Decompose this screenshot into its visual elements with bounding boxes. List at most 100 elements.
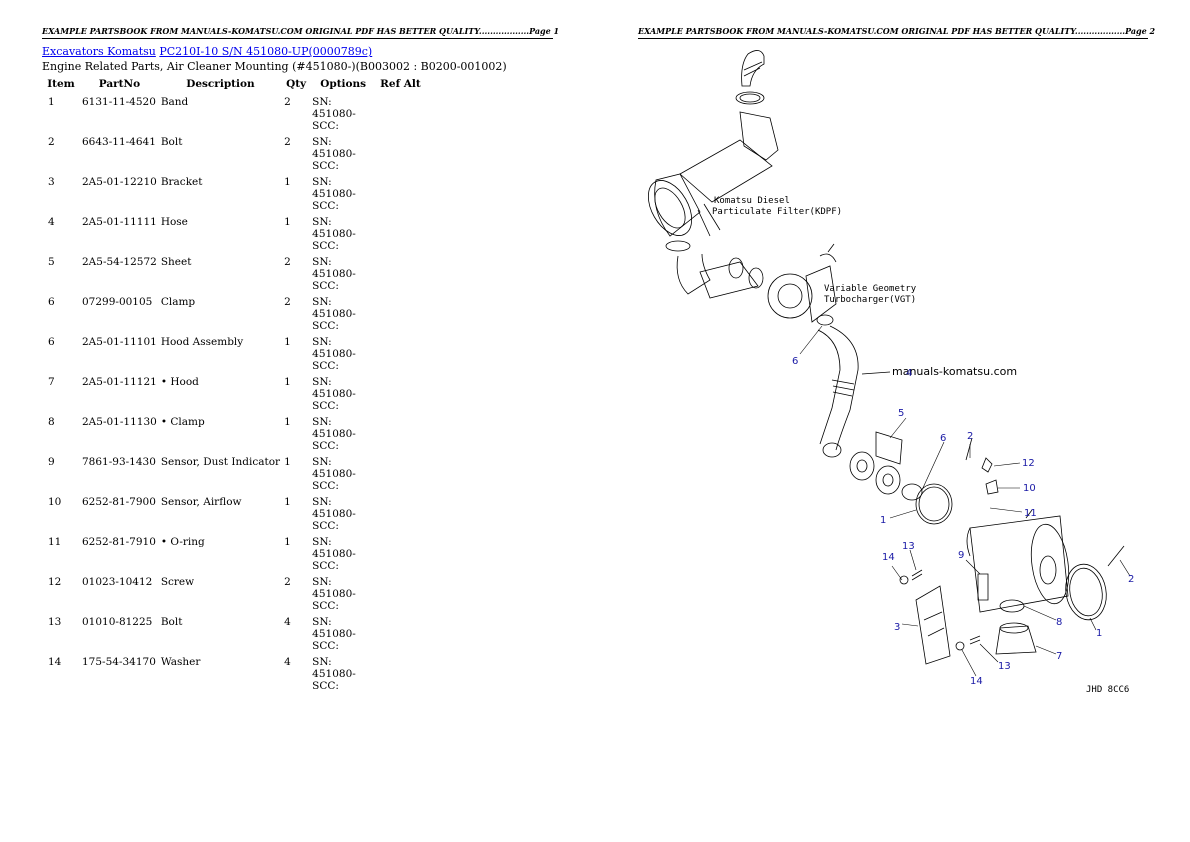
cell-partno: 2A5-01-11111 bbox=[82, 216, 157, 228]
cell-options: SN: 451080-SCC: bbox=[312, 176, 356, 212]
cell-options: SN: 451080-SCC: bbox=[312, 536, 356, 572]
cell-partno: 175-54-34170 bbox=[82, 656, 156, 668]
breadcrumb: Excavators Komatsu PC210I-10 S/N 451080-… bbox=[42, 45, 372, 58]
col-qty: Qty bbox=[286, 78, 307, 90]
page-1-header: EXAMPLE PARTSBOOK FROM MANUALS-KOMATSU.C… bbox=[42, 26, 559, 39]
washer-14a bbox=[899, 575, 909, 585]
cell-item: 3 bbox=[48, 176, 55, 188]
cell-qty: 4 bbox=[284, 656, 291, 668]
watermark-leader bbox=[861, 371, 891, 375]
screw-12 bbox=[981, 457, 993, 473]
cell-qty: 1 bbox=[284, 376, 291, 388]
washer-14b bbox=[955, 641, 965, 651]
cell-description: Sensor, Airflow bbox=[160, 496, 242, 508]
cell-refalt bbox=[376, 492, 425, 532]
clamp-1 bbox=[901, 483, 923, 501]
cell-description: Hood Assembly bbox=[160, 336, 244, 348]
connecting-pipe bbox=[699, 261, 759, 299]
sheet-plate bbox=[875, 431, 903, 465]
cell-refalt bbox=[376, 172, 425, 212]
cell-item: 1 bbox=[48, 96, 55, 108]
cell-description: Hose bbox=[160, 216, 188, 228]
cell-qty: 1 bbox=[284, 416, 291, 428]
cell-description: • Clamp bbox=[160, 416, 205, 428]
cell-qty: 1 bbox=[284, 176, 291, 188]
col-refalt: Ref Alt bbox=[380, 78, 421, 90]
cell-partno: 7861-93-1430 bbox=[82, 456, 156, 468]
cell-qty: 1 bbox=[284, 216, 291, 228]
cell-refalt bbox=[376, 132, 425, 172]
cell-refalt bbox=[376, 372, 425, 412]
cell-item: 10 bbox=[48, 496, 62, 508]
cell-qty: 1 bbox=[284, 536, 291, 548]
breadcrumb-link-model[interactable]: PC210I-10 S/N 451080-UP(0000789c) bbox=[159, 45, 373, 58]
cell-refalt bbox=[376, 452, 425, 492]
cell-partno: 2A5-01-12210 bbox=[82, 176, 157, 188]
cell-options: SN: 451080-SCC: bbox=[312, 656, 356, 692]
cell-refalt bbox=[376, 612, 425, 652]
cell-qty: 2 bbox=[284, 136, 291, 148]
cell-partno: 6252-81-7900 bbox=[82, 496, 156, 508]
cell-refalt bbox=[376, 292, 425, 332]
cell-refalt bbox=[376, 252, 425, 292]
bolt-2b bbox=[1107, 545, 1125, 567]
callout-10: 10 bbox=[1023, 483, 1036, 494]
hood-7 bbox=[995, 625, 1037, 655]
cell-refalt bbox=[376, 92, 425, 132]
cell-options: SN: 451080-SCC: bbox=[312, 136, 356, 172]
col-options: Options bbox=[320, 78, 367, 90]
cell-item: 5 bbox=[48, 256, 55, 268]
table-row: 11 6252-81-7910 • O-ring 1 SN: 451080-SCC: bbox=[42, 532, 425, 572]
cell-partno: 2A5-01-11130 bbox=[82, 416, 157, 428]
callout-6a: 6 bbox=[792, 356, 798, 367]
cell-refalt bbox=[376, 332, 425, 372]
label-vgt-line2: Turbocharger(VGT) bbox=[824, 295, 916, 305]
breadcrumb-link-excavators[interactable]: Excavators Komatsu bbox=[42, 45, 156, 58]
cell-description: Sheet bbox=[160, 256, 192, 268]
cell-partno: 6131-11-4520 bbox=[82, 96, 156, 108]
callout-2b: 2 bbox=[1128, 574, 1134, 585]
top-elbow-pipe bbox=[741, 50, 765, 87]
callout-3: 3 bbox=[894, 622, 900, 633]
label-kdpf-line2: Particulate Filter(KDPF) bbox=[712, 207, 842, 217]
cell-partno: 2A5-54-12572 bbox=[82, 256, 157, 268]
cell-item: 11 bbox=[48, 536, 62, 548]
bracket-3 bbox=[915, 585, 951, 665]
label-vgt-line1: Variable Geometry bbox=[824, 284, 917, 294]
cell-description: • Hood bbox=[160, 376, 199, 388]
callout-13a: 13 bbox=[902, 541, 915, 552]
cell-partno: 2A5-01-11101 bbox=[82, 336, 157, 348]
callout-5: 5 bbox=[898, 408, 904, 419]
cell-partno: 2A5-01-11121 bbox=[82, 376, 157, 388]
cell-qty: 2 bbox=[284, 296, 291, 308]
diagram-code: JHD 8CC6 bbox=[1086, 685, 1129, 695]
col-item: Item bbox=[47, 78, 75, 90]
table-header-row: Item PartNo Description Qty Options Ref … bbox=[42, 76, 425, 92]
cell-partno: 6252-81-7910 bbox=[82, 536, 156, 548]
cell-refalt bbox=[376, 572, 425, 612]
cell-options: SN: 451080-SCC: bbox=[312, 416, 356, 452]
callout-12: 12 bbox=[1022, 458, 1035, 469]
cell-item: 12 bbox=[48, 576, 62, 588]
cell-item: 6 bbox=[48, 296, 55, 308]
watermark: manuals-komatsu.com bbox=[892, 365, 1017, 378]
cell-description: Clamp bbox=[160, 296, 196, 308]
cell-qty: 1 bbox=[284, 336, 291, 348]
cell-options: SN: 451080-SCC: bbox=[312, 216, 356, 252]
cell-options: SN: 451080-SCC: bbox=[312, 616, 356, 652]
callout-13b: 13 bbox=[998, 661, 1011, 672]
callout-14b: 14 bbox=[970, 676, 983, 687]
cell-partno: 07299-00105 bbox=[82, 296, 153, 308]
cell-description: • O-ring bbox=[160, 536, 205, 548]
cell-options: SN: 451080-SCC: bbox=[312, 256, 356, 292]
